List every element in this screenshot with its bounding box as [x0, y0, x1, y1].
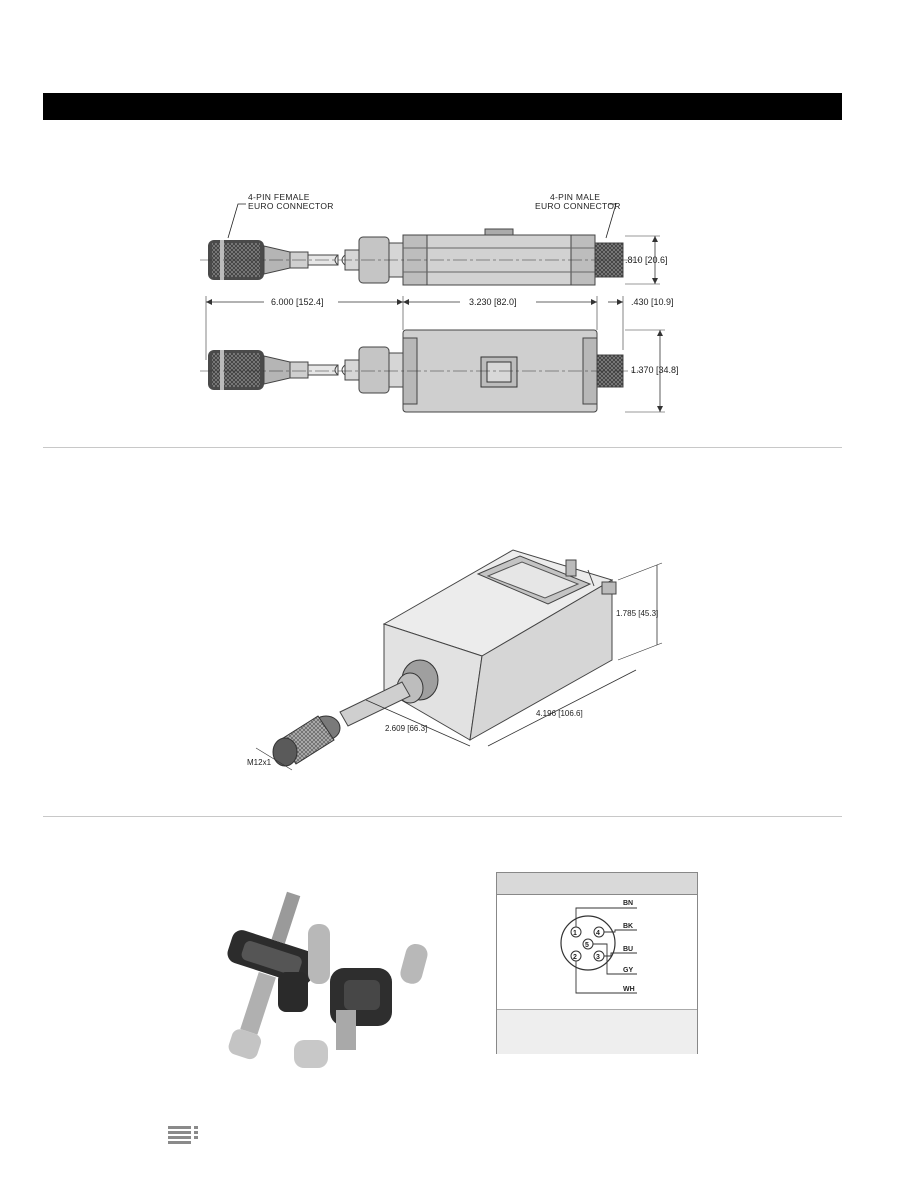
- female-connector-label-line1: 4-PIN FEMALE: [248, 192, 310, 202]
- section-divider: [43, 447, 842, 448]
- male-connector-label-line1: 4-PIN MALE: [550, 192, 600, 202]
- dim-height-top: .810 [20.6]: [625, 255, 668, 265]
- female-connector-label-line2: EURO CONNECTOR: [248, 201, 334, 211]
- thread-label: M12x1: [247, 758, 272, 767]
- section-divider-2: [43, 816, 842, 817]
- pin-2: 2: [573, 954, 577, 961]
- product-photo: [227, 891, 428, 1068]
- dim-iso-height: 1.785 [45.3]: [616, 609, 658, 618]
- wire-bk: BK: [623, 923, 633, 930]
- male-connector-label-line2: EURO CONNECTOR: [535, 201, 621, 211]
- wire-wh: WH: [623, 986, 635, 993]
- dim-iso-width: 2.609 [66.3]: [385, 724, 427, 733]
- side-view: [200, 329, 665, 413]
- top-view: [200, 228, 660, 286]
- menu-lines-icon: [168, 1126, 198, 1144]
- pinout-footer: [497, 1009, 697, 1054]
- dim-cable-length: 6.000 [152.4]: [271, 297, 324, 307]
- wire-bu: BU: [623, 946, 633, 953]
- pin-4: 4: [596, 930, 600, 937]
- pinout-diagram-box: 1 2 3 4 5 BN BK BU GY WH: [496, 872, 698, 1054]
- pin-1: 1: [573, 930, 577, 937]
- pin-5: 5: [585, 942, 589, 949]
- pinout-header: [497, 873, 697, 895]
- dim-body-height: 1.370 [34.8]: [631, 365, 679, 375]
- dimension-drawing-top: 4-PIN FEMALE EURO CONNECTOR 4-PIN MALE E…: [200, 192, 679, 413]
- header-bar: [43, 93, 842, 120]
- dim-body-length: 3.230 [82.0]: [469, 297, 517, 307]
- wire-bn: BN: [623, 900, 633, 907]
- isometric-drawing: 1.785 [45.3] 4.196 [106.6] 2.609 [66.3] …: [247, 549, 663, 771]
- dim-iso-length: 4.196 [106.6]: [536, 709, 583, 718]
- pin-3: 3: [596, 954, 600, 961]
- pinout-diagram: 1 2 3 4 5 BN BK BU GY WH: [560, 900, 637, 994]
- wire-gy: GY: [623, 967, 633, 974]
- dim-connector-length: .430 [10.9]: [631, 297, 674, 307]
